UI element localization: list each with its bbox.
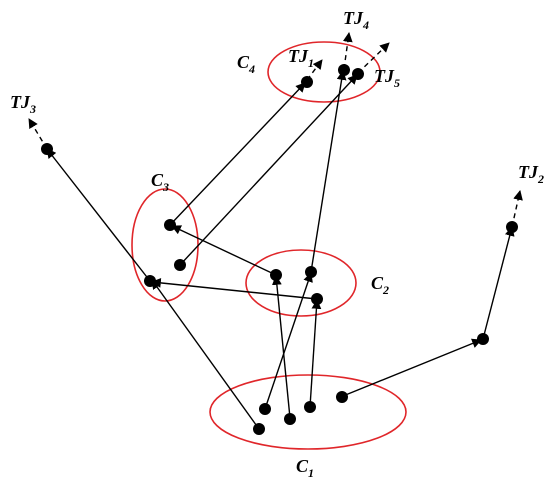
nodes xyxy=(41,64,518,435)
trajectory-label-tj2: TJ2 xyxy=(518,162,544,186)
cluster-c4-ellipse xyxy=(267,41,381,103)
dashed-edge xyxy=(511,190,523,228)
node xyxy=(144,275,156,287)
node xyxy=(301,76,313,88)
node xyxy=(304,401,316,413)
node xyxy=(259,403,271,415)
cluster-c1-ellipse xyxy=(209,374,407,450)
dashed-edge xyxy=(28,118,48,150)
edge xyxy=(151,279,260,430)
node xyxy=(284,413,296,425)
edge xyxy=(169,82,306,226)
cluster-label-c3: C3 xyxy=(151,170,169,194)
node xyxy=(338,64,350,76)
node xyxy=(506,221,518,233)
edge xyxy=(309,299,322,408)
edge xyxy=(151,278,318,300)
node xyxy=(41,143,53,155)
edge xyxy=(179,74,358,266)
trajectory-label-tj1: TJ1 xyxy=(288,46,314,70)
cluster-label-c4: C4 xyxy=(237,52,255,76)
dashed-edges xyxy=(28,32,523,228)
trajectory-label-tj3: TJ3 xyxy=(10,92,36,116)
edge xyxy=(46,148,151,282)
node xyxy=(174,259,186,271)
edge xyxy=(482,226,515,340)
edge xyxy=(264,272,313,410)
node xyxy=(477,333,489,345)
node xyxy=(352,68,364,80)
node xyxy=(270,269,282,281)
edges xyxy=(46,70,515,430)
dashed-edge xyxy=(342,32,353,70)
node xyxy=(311,293,323,305)
node xyxy=(305,266,317,278)
edge xyxy=(342,338,482,397)
node xyxy=(336,391,348,403)
trajectory-label-tj5: TJ5 xyxy=(374,66,400,90)
cluster-c2-ellipse xyxy=(245,249,357,317)
node xyxy=(164,219,176,231)
trajectory-label-tj4: TJ4 xyxy=(343,8,369,32)
node xyxy=(253,423,265,435)
dashed-edge xyxy=(357,42,390,74)
edge xyxy=(171,225,277,276)
edge xyxy=(310,70,347,273)
cluster-label-c2: C2 xyxy=(371,273,389,297)
cluster-label-c1: C1 xyxy=(296,456,314,480)
edge xyxy=(271,275,291,419)
